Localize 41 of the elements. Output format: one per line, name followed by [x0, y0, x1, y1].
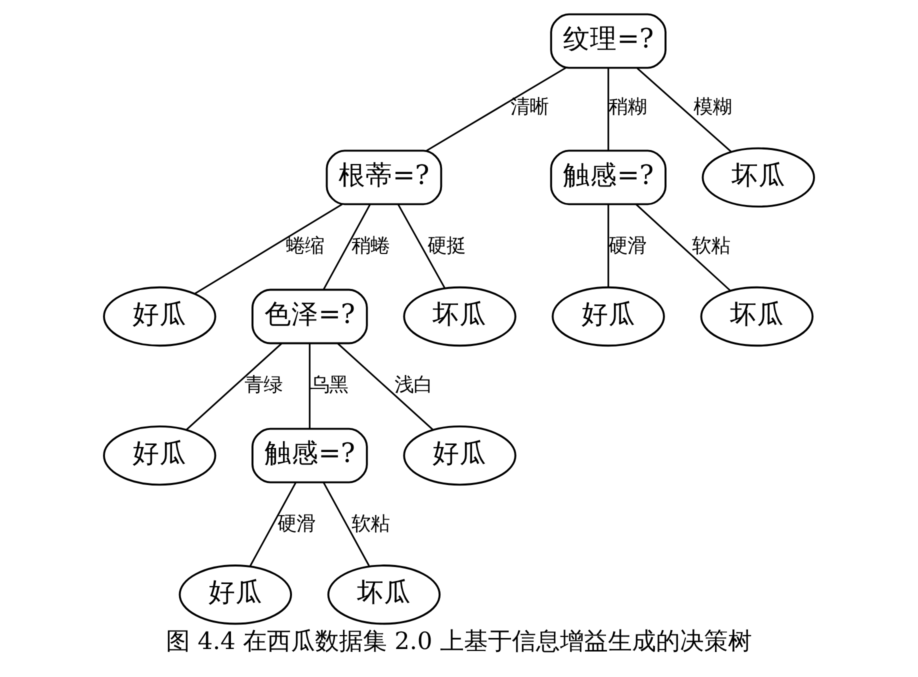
caption: 图 4.4 在西瓜数据集 2.0 上基于信息增益生成的决策树 — [166, 627, 752, 656]
node-ellipse: 坏瓜 — [403, 286, 516, 347]
edge-label: 稍蜷 — [352, 234, 390, 258]
node-ellipse: 坏瓜 — [702, 147, 815, 208]
connector — [398, 204, 446, 289]
edge-label: 蜷缩 — [286, 234, 324, 258]
edge-label: 模糊 — [693, 94, 732, 118]
edge-label: 硬滑 — [608, 234, 647, 258]
edge-label: 稍糊 — [608, 94, 647, 118]
edge-label: 软粘 — [692, 234, 730, 258]
connector — [186, 342, 282, 430]
connector — [608, 68, 610, 150]
edge-label: 硬挺 — [427, 234, 466, 258]
node-ellipse: 好瓜 — [178, 564, 292, 625]
connector — [322, 482, 370, 566]
node-box: 色泽=? — [252, 288, 368, 344]
connector — [337, 342, 434, 430]
node-box: 触感=? — [550, 150, 666, 206]
connector — [308, 344, 310, 429]
node-ellipse: 好瓜 — [103, 286, 216, 347]
connector — [608, 204, 610, 287]
connector — [322, 204, 371, 290]
edge-label: 浅白 — [394, 373, 433, 396]
connector — [250, 482, 296, 566]
edge-label: 软粘 — [352, 512, 390, 536]
node-box: 纹理=? — [550, 13, 666, 69]
connector — [636, 204, 731, 292]
connector — [636, 68, 732, 152]
connector — [426, 67, 566, 152]
node-ellipse: 好瓜 — [403, 425, 516, 486]
node-ellipse: 坏瓜 — [700, 286, 814, 347]
edge-label: 清晰 — [510, 94, 549, 118]
edge-label: 乌黑 — [310, 373, 348, 396]
edge-label: 硬滑 — [277, 512, 316, 536]
edge-label: 青绿 — [244, 373, 283, 396]
node-ellipse: 好瓜 — [552, 286, 665, 347]
connector — [194, 204, 343, 294]
node-ellipse: 好瓜 — [103, 425, 216, 486]
node-ellipse: 坏瓜 — [327, 564, 441, 625]
node-box: 触感=? — [252, 428, 368, 484]
node-box: 根蒂=? — [326, 150, 442, 206]
